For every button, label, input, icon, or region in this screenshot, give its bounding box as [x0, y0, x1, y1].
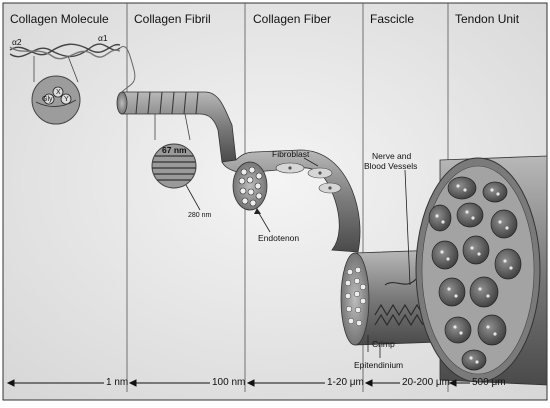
scale-label-500um: 500 μm: [472, 377, 506, 388]
molecule-zoom-lines: [33, 55, 79, 83]
scale-arrows: [6, 379, 470, 387]
tendon-unit: [415, 155, 548, 386]
alpha2-label: α2: [12, 37, 22, 47]
column-header-fascicle: Fascicle: [370, 12, 415, 26]
fibril-cross-section: [151, 143, 197, 189]
fibril-zoom-lines: [154, 113, 191, 141]
alpha1-label: α1: [98, 33, 108, 43]
scale-label-20-200um: 20-200 μm: [402, 377, 451, 388]
fibroblast-label: Fibroblast: [272, 149, 310, 159]
column-header-collagen-fibril: Collagen Fibril: [134, 12, 211, 26]
column-header-collagen-fiber: Collagen Fiber: [253, 12, 332, 26]
collagen-fiber: [221, 149, 361, 253]
period-label: 67 nm: [162, 145, 187, 155]
x-label: X: [56, 89, 61, 96]
scale-label-1nm: 1 nm: [106, 377, 129, 388]
x-residue: [52, 86, 64, 98]
crimp-pattern: [374, 303, 424, 317]
epitendinium-label: Epitendinium: [354, 360, 404, 370]
y-residue: [60, 93, 72, 105]
nerve-label-line1: Nerve and: [372, 151, 412, 161]
column-header-tendon-unit: Tendon Unit: [455, 12, 520, 26]
diameter-label: 280 nm: [188, 212, 212, 219]
nerve-label-line2: Blood Vessels: [364, 161, 418, 171]
gly-label: Gly: [42, 96, 53, 103]
scale-label-100nm: 100 nm: [212, 377, 246, 388]
column-header-collagen-molecule: Collagen Molecule: [10, 12, 109, 26]
endotenon-label: Endotenon: [258, 233, 300, 243]
scale-label-1-20um: 1-20 μm: [327, 377, 364, 388]
crimp-label: Crimp: [372, 339, 395, 349]
y-label: Y: [64, 96, 69, 103]
tendon-fascicles: [428, 176, 522, 371]
fibril-banding: [152, 155, 196, 181]
triple-helix: [9, 43, 136, 93]
gly-residue: [43, 93, 55, 105]
molecule-cross-section: [31, 75, 81, 125]
